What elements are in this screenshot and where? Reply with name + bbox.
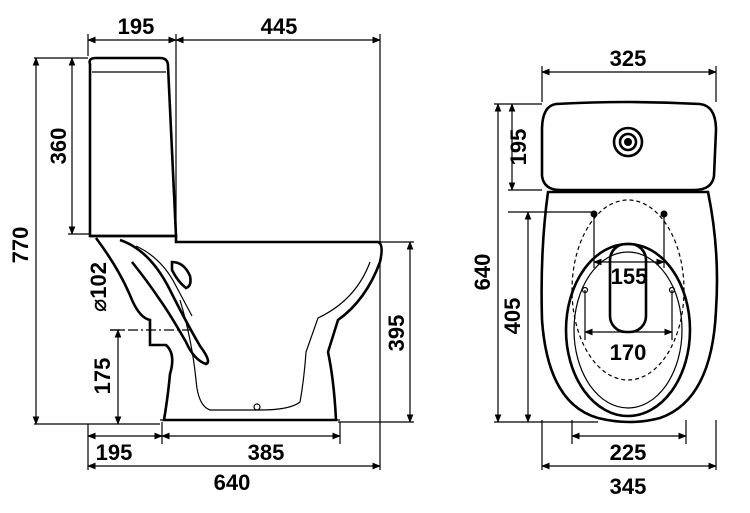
- dim-label-225: 225: [610, 440, 647, 465]
- lid-dashed-outline: [571, 199, 685, 381]
- seat-inner: [573, 251, 683, 409]
- flush-button-outer: [612, 126, 644, 158]
- tank-top-outline: [540, 100, 718, 192]
- tank-outline: [88, 56, 178, 238]
- dim-label-170: 170: [610, 340, 647, 365]
- dim-label-155: 155: [611, 264, 648, 289]
- top-ext-lines: [494, 66, 717, 470]
- dim-label-325: 325: [610, 46, 647, 71]
- dim-label-345: 345: [610, 474, 647, 499]
- dim-label-top-195: 195: [506, 129, 531, 166]
- dim-label-385: 385: [248, 440, 285, 465]
- dim-label-bottom-195: 195: [96, 440, 133, 465]
- top-view: 325 195 640 405 155 170 225 345: [470, 46, 719, 499]
- bowl-outline: [94, 237, 382, 422]
- trap-pipe-inner: [135, 245, 193, 317]
- dim-label-360: 360: [46, 128, 71, 165]
- drain-hole: [253, 403, 261, 411]
- dim-label-395: 395: [384, 315, 409, 352]
- dim-label-side-640: 640: [214, 470, 251, 495]
- dim-label-770: 770: [8, 227, 33, 264]
- bowl-inner: [179, 261, 371, 411]
- dim-label-top-640: 640: [470, 254, 495, 291]
- side-view: 195 445 360 770 ⌀102 175 395 195 385 640: [8, 14, 414, 495]
- bowl-top-outline: [540, 190, 719, 424]
- dim-label-405: 405: [500, 298, 525, 335]
- dim-label-top-195: 195: [118, 14, 155, 39]
- flush-button-inner: [618, 132, 638, 152]
- trap-pipe: [119, 238, 210, 366]
- flush-button-core: [624, 138, 632, 146]
- dim-label-175: 175: [90, 358, 115, 395]
- dim-label-top-445: 445: [261, 14, 298, 39]
- dim-label-diameter-102: ⌀102: [86, 262, 111, 312]
- bowl-top: [90, 234, 383, 263]
- rim-channel: [170, 260, 192, 290]
